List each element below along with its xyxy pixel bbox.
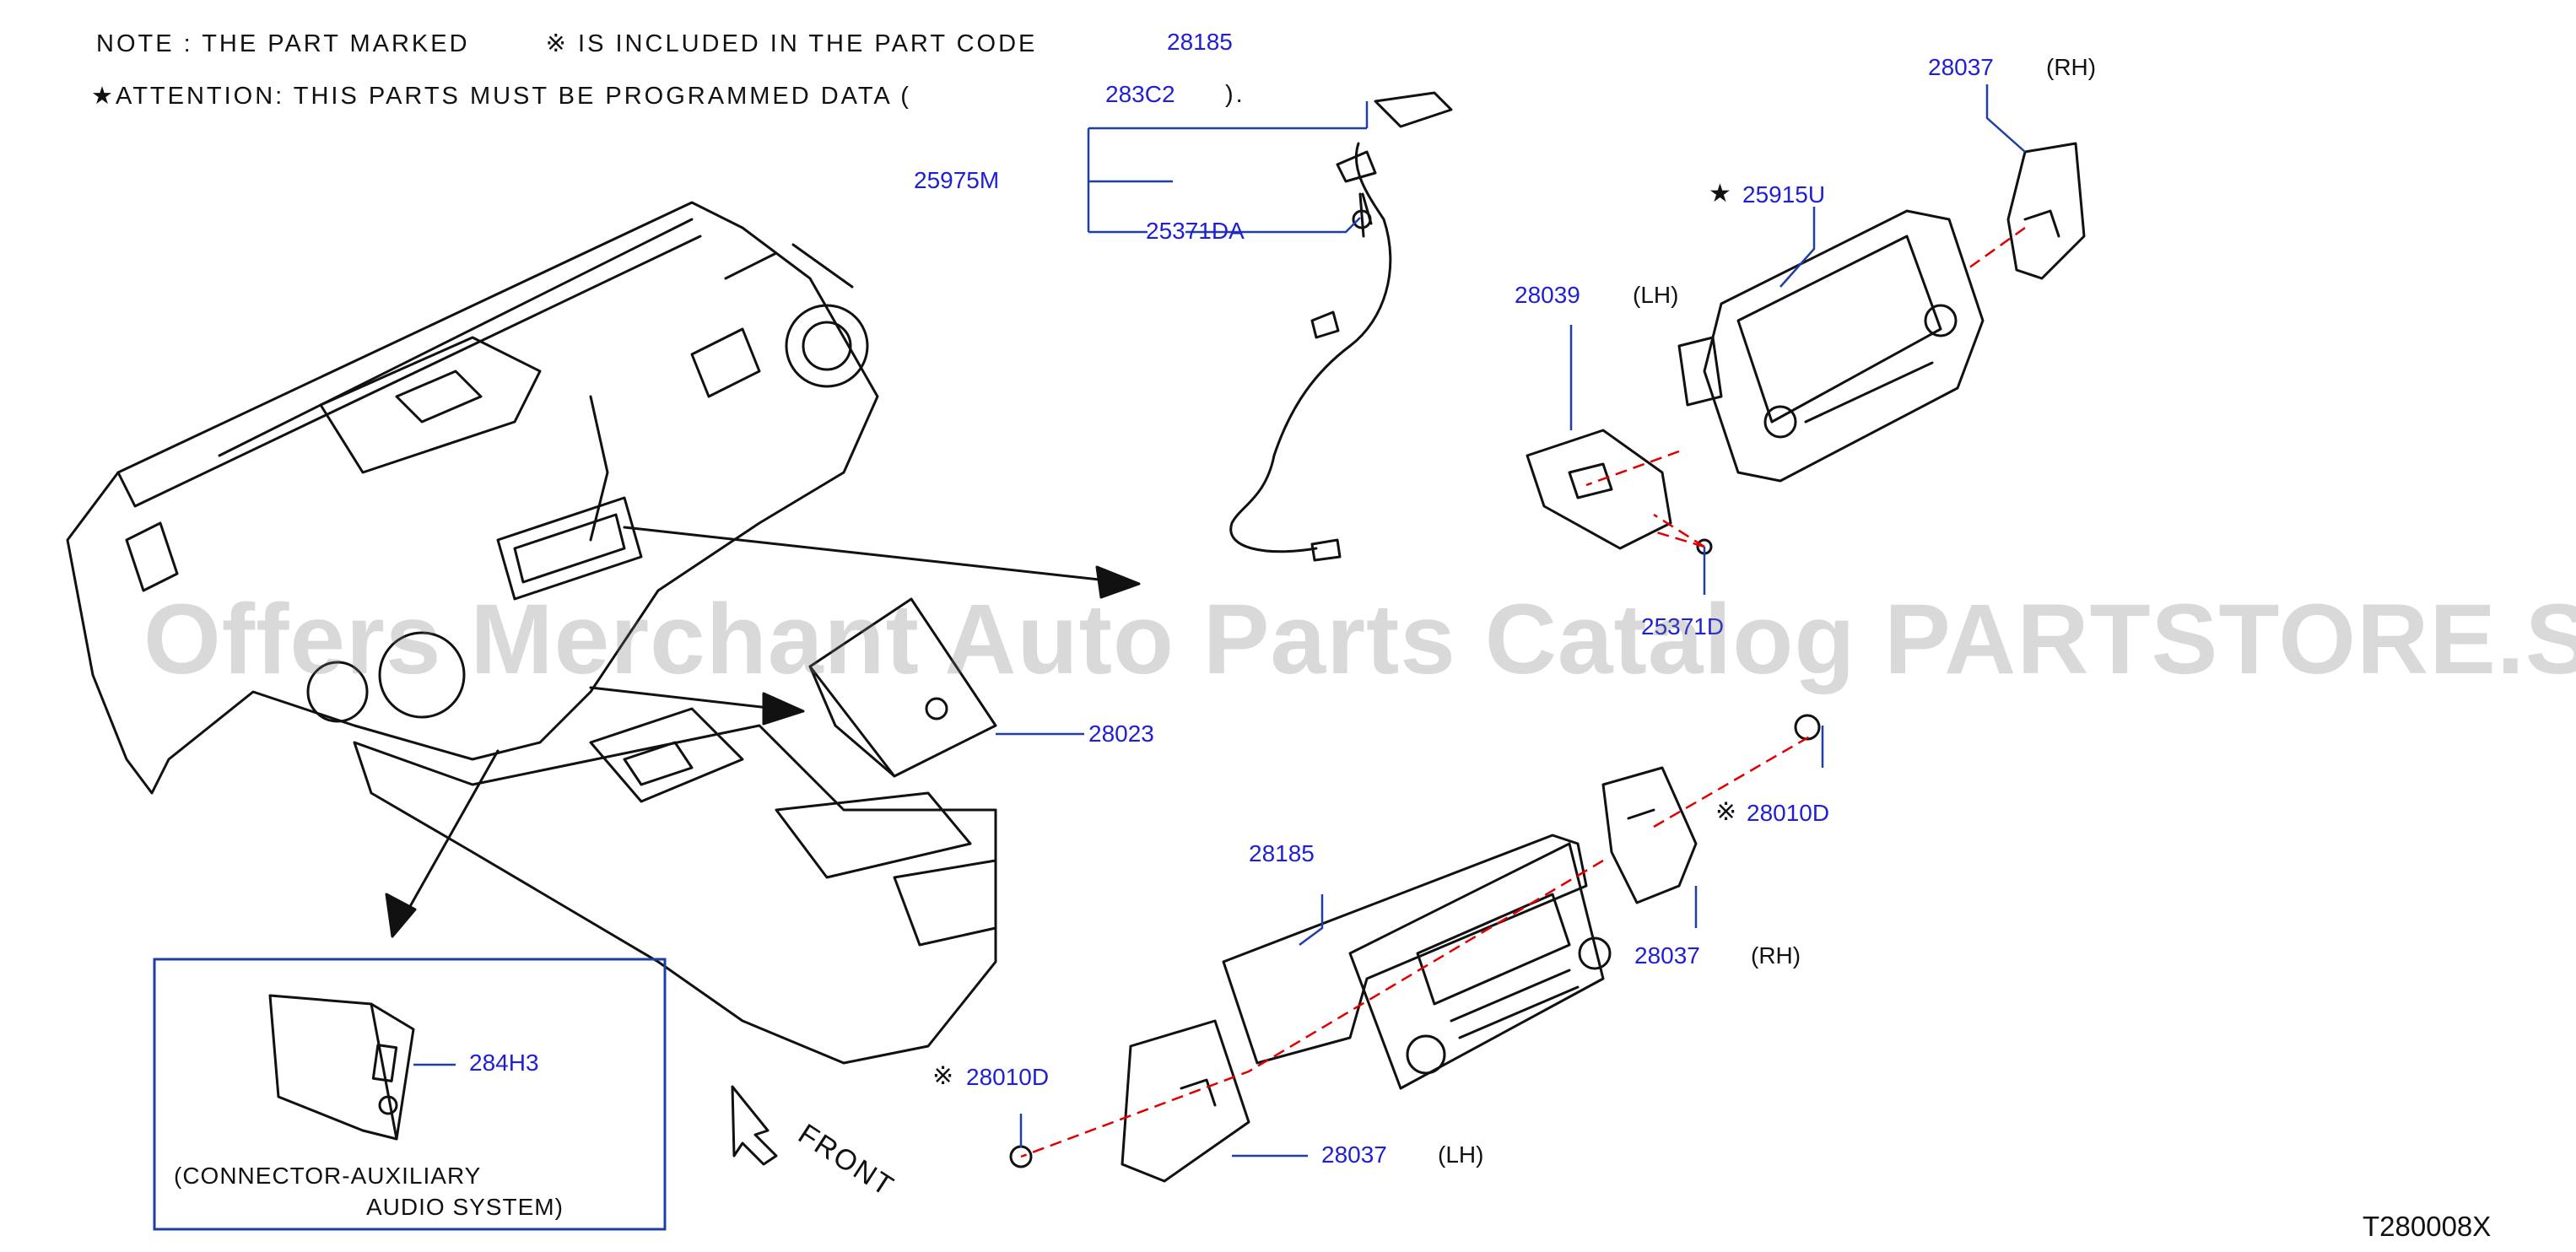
usb-connector-drawing xyxy=(268,994,415,1141)
part-28039[interactable]: 28039 xyxy=(1515,282,1580,308)
part-28039-side: (LH) xyxy=(1633,282,1679,308)
harness-drawing xyxy=(1229,91,1453,562)
part-28185[interactable]: 28185 xyxy=(1249,840,1315,866)
bracket-rh-top-drawing xyxy=(2006,142,2086,280)
front-arrow-drawing xyxy=(731,1085,778,1166)
part-28037-rh-top-side: (RH) xyxy=(2046,54,2097,80)
note-part-code[interactable]: 28185 xyxy=(1167,29,1233,55)
note-prefix: NOTE : THE PART MARKED xyxy=(96,30,470,57)
attention-line: ★ATTENTION: THIS PARTS MUST BE PROGRAMME… xyxy=(91,81,911,111)
dashboard-drawing xyxy=(66,201,997,1065)
leader-lines xyxy=(413,84,2026,1158)
bolt-drawings xyxy=(1009,192,1821,1168)
watermark-text: Offers Merchant Auto Parts Catalog PARTS… xyxy=(143,584,2576,695)
included-mark-icon-left: ※ xyxy=(932,1062,954,1090)
part-25371DA[interactable]: 25371DA xyxy=(1146,218,1245,244)
part-28037-rh-mid[interactable]: 28037 xyxy=(1634,942,1700,969)
display-unit-drawing xyxy=(1677,209,1985,483)
attention-close: ). xyxy=(1225,81,1245,108)
part-28037-lh-low-side: (LH) xyxy=(1438,1141,1484,1168)
part-28010D-left[interactable]: 28010D xyxy=(966,1064,1050,1090)
part-28037-rh-top[interactable]: 28037 xyxy=(1928,54,1994,80)
aux-panel-drawing xyxy=(808,597,997,778)
part-28010D-right[interactable]: 28010D xyxy=(1747,800,1830,826)
bracket-lh-drawing xyxy=(1526,429,1672,550)
attention-part-code[interactable]: 283C2 xyxy=(1105,81,1175,107)
part-284H3[interactable]: 284H3 xyxy=(469,1050,539,1076)
part-28023[interactable]: 28023 xyxy=(1088,720,1154,747)
note-line: NOTE : THE PART MARKED ※ IS INCLUDED IN … xyxy=(96,29,1037,58)
inset-box xyxy=(153,958,667,1231)
inset-caption-line2: AUDIO SYSTEM) xyxy=(366,1194,564,1220)
part-28037-rh-mid-side: (RH) xyxy=(1751,942,1801,969)
callout-arrows xyxy=(385,526,1141,938)
diagram-code: T280008X xyxy=(2363,1211,2492,1242)
programmed-star-icon: ★ xyxy=(1709,180,1731,208)
part-25975M[interactable]: 25975M xyxy=(914,167,1000,193)
part-25371D[interactable]: 25371D xyxy=(1641,613,1725,639)
included-mark-icon: ※ xyxy=(1715,798,1737,826)
note-symbol: ※ xyxy=(545,30,569,57)
inset-caption-line1: (CONNECTOR-AUXILIARY xyxy=(174,1163,482,1189)
phantom-lines xyxy=(1020,226,2026,1158)
attention-text: ATTENTION: THIS PARTS MUST BE PROGRAMMED… xyxy=(116,83,911,110)
part-25915U[interactable]: 25915U xyxy=(1742,181,1826,208)
attention-symbol: ★ xyxy=(91,83,116,110)
bracket-lh-low-drawing xyxy=(1121,1019,1250,1183)
bracket-rh-mid-drawing xyxy=(1601,766,1698,904)
note-middle: IS INCLUDED IN THE PART CODE xyxy=(578,30,1038,57)
head-unit-drawing xyxy=(1222,834,1612,1090)
part-28037-lh-low[interactable]: 28037 xyxy=(1321,1141,1387,1168)
